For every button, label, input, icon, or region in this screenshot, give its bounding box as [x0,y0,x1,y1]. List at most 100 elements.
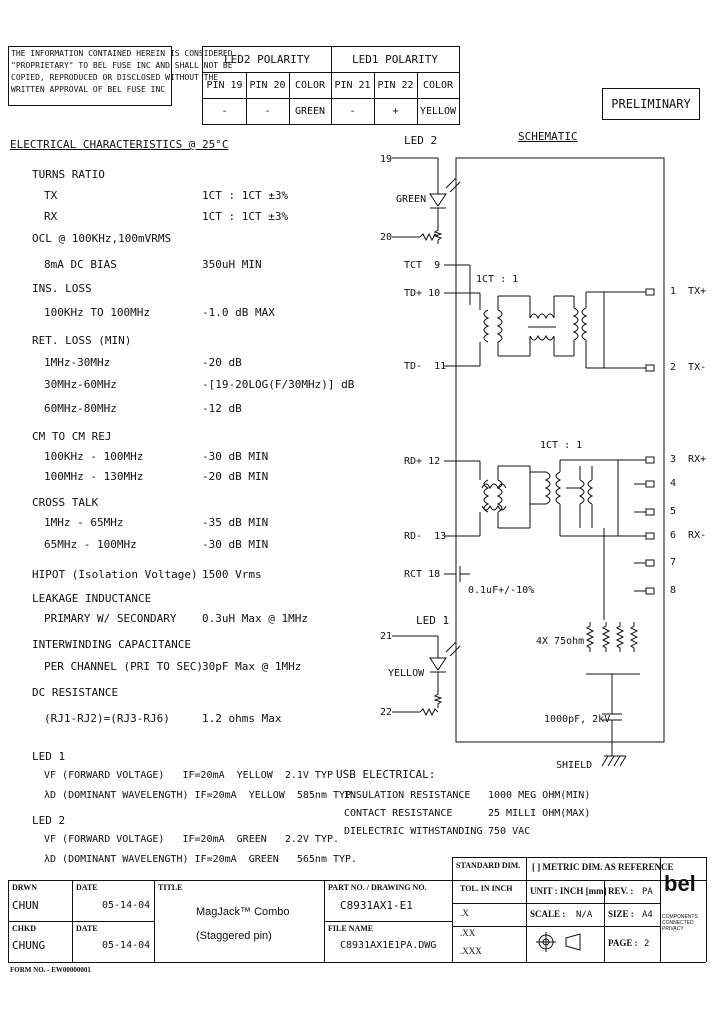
led2-row: λD (DOMINANT WAVELENGTH) IF=20mA GREEN 5… [44,854,358,865]
table-cell: - [349,105,356,117]
spec-value: 350uH MIN [202,258,262,271]
spec-label: 100KHz TO 100MHz [44,306,150,319]
pin-label: 21 [380,631,393,642]
tol-x: .X [460,908,469,918]
spec-value: 0.3uH Max @ 1MHz [202,612,308,625]
date-label: DATE [76,924,98,933]
pin-label: 4 [670,478,677,489]
size-value: A4 [642,910,653,920]
pin-label: TD+ 10 [404,288,441,299]
spec-label: RET. LOSS (MIN) [32,334,132,347]
pin-label: 7 [670,557,677,568]
pin-label: 1 TX+ [670,286,707,297]
usb-label: CONTACT RESISTANCE [344,808,453,819]
led2-polarity-header: LED2 POLARITY [223,52,311,66]
spec-label: LEAKAGE INDUCTANCE [32,592,152,605]
form-number: FORM NO. - EW00000001 [10,966,91,974]
led1-title: LED 1 [32,750,66,763]
usb-value: 750 VAC [488,826,531,837]
led1-yellow-label: YELLOW [388,668,425,679]
resistor-label: 4X 75ohm [536,636,585,647]
spec-value: -12 dB [202,402,242,415]
chkd-label: CHKD [12,924,36,933]
spec-value: 1500 Vrms [202,568,262,581]
spec-value: 1CT : 1CT ±3% [202,210,289,223]
spec-label: 100KHz - 100MHz [44,450,144,463]
electrical-title: ELECTRICAL CHARACTERISTICS @ 25°C [10,138,229,151]
bel-logo: bel [664,871,696,896]
pin-label: 19 [380,154,393,165]
usb-label: DIELECTRIC WITHSTANDING [344,826,483,837]
spec-label: 1MHz-30MHz [44,356,111,369]
pin-label: RD+ 12 [404,456,441,467]
spec-label: CROSS TALK [32,496,99,509]
table-cell: + [392,105,399,117]
spec-value: -20 dB MIN [202,470,269,483]
table-cell: - [221,105,228,117]
pin-label: 22 [380,707,393,718]
spec-label: PER CHANNEL (PRI TO SEC) [44,660,203,673]
spec-label: 65MHz - 100MHz [44,538,137,551]
led1-label: LED 1 [416,614,450,627]
spec-label: 100MHz - 130MHz [44,470,144,483]
ratio-label: 1CT : 1 [476,274,519,285]
notice-line: "PROPRIETARY" TO BEL FUSE INC AND SHALL … [11,61,233,70]
led2-title: LED 2 [32,814,66,827]
title-line: (Staggered pin) [196,930,272,942]
spec-value: -35 dB MIN [202,516,269,529]
spec-label: 60MHz-80MHz [44,402,117,415]
led2-label: LED 2 [404,134,438,147]
tol-inch-label: TOL. IN INCH [460,884,513,893]
part-label: PART NO. / DRAWING NO. [328,883,427,892]
table-cell: - [264,105,271,117]
connector-housing [455,157,665,743]
scale-label: SCALE : [530,909,566,919]
spec-label: TX [44,189,58,202]
chkd-date: 05-14-04 [102,940,151,951]
col-header: PIN 19 [206,79,243,91]
title-label: TITLE [158,883,183,892]
usb-value: 1000 MEG OHM(MIN) [488,790,591,801]
cap-label: 1000pF, 2kV [544,714,611,725]
col-header: PIN 22 [377,79,414,91]
led1-polarity-header: LED1 POLARITY [351,52,439,66]
spec-value: -1.0 dB MAX [202,306,275,319]
tol-xxx: .XXX [460,946,482,956]
led2-green-label: GREEN [396,194,427,205]
unit-label: UNIT : INCH [mm] [530,886,607,896]
drwn-name: CHUN [12,899,39,912]
col-header: COLOR [422,79,454,91]
col-header: PIN 21 [334,79,371,91]
spec-label: DC RESISTANCE [32,686,119,699]
notice-line: WRITTEN APPROVAL OF BEL FUSE INC [11,85,166,94]
spec-value: -20 dB [202,356,242,369]
usb-label: INSULATION RESISTANCE [344,790,471,801]
notice-line: COPIED, REPRODUCED OR DISCLOSED WITHOUT … [11,73,219,82]
drwn-label: DRWN [12,883,38,892]
spec-label: 8mA DC BIAS [44,258,117,271]
shield-label: SHIELD [556,760,593,771]
bel-logo-tagline: COMPONENTS CONNECTED PRIVACY [662,914,698,932]
pin-label: 20 [380,232,393,243]
notice-line: THE INFORMATION CONTAINED HEREIN IS CONS… [11,49,233,58]
page-label: PAGE : [608,938,638,948]
spec-value: 1CT : 1CT ±3% [202,189,289,202]
spec-value: -30 dB MIN [202,538,269,551]
usb-title: USB ELECTRICAL: [336,768,436,781]
chkd-name: CHUNG [12,939,46,952]
title-line: MagJack™ Combo [196,906,290,918]
pin-label: 5 [670,506,677,517]
col-header: PIN 20 [249,79,286,91]
pin-label: 8 [670,585,677,596]
pin-label: 2 TX- [670,362,707,373]
spec-label: OCL @ 100KHz,100mVRMS [32,232,172,245]
spec-label: INTERWINDING CAPACITANCE [32,638,191,651]
standard-dim-label: STANDARD DIM. [456,861,521,870]
page-value: 2 [644,939,650,949]
led-polarity-table: LED2 POLARITY LED1 POLARITY PIN 19 PIN 2… [202,46,460,125]
rev-label: REV. : [608,886,634,896]
spec-value: 30pF Max @ 1MHz [202,660,302,673]
status-badge: PRELIMINARY [602,88,700,120]
spec-label: INS. LOSS [32,282,92,295]
